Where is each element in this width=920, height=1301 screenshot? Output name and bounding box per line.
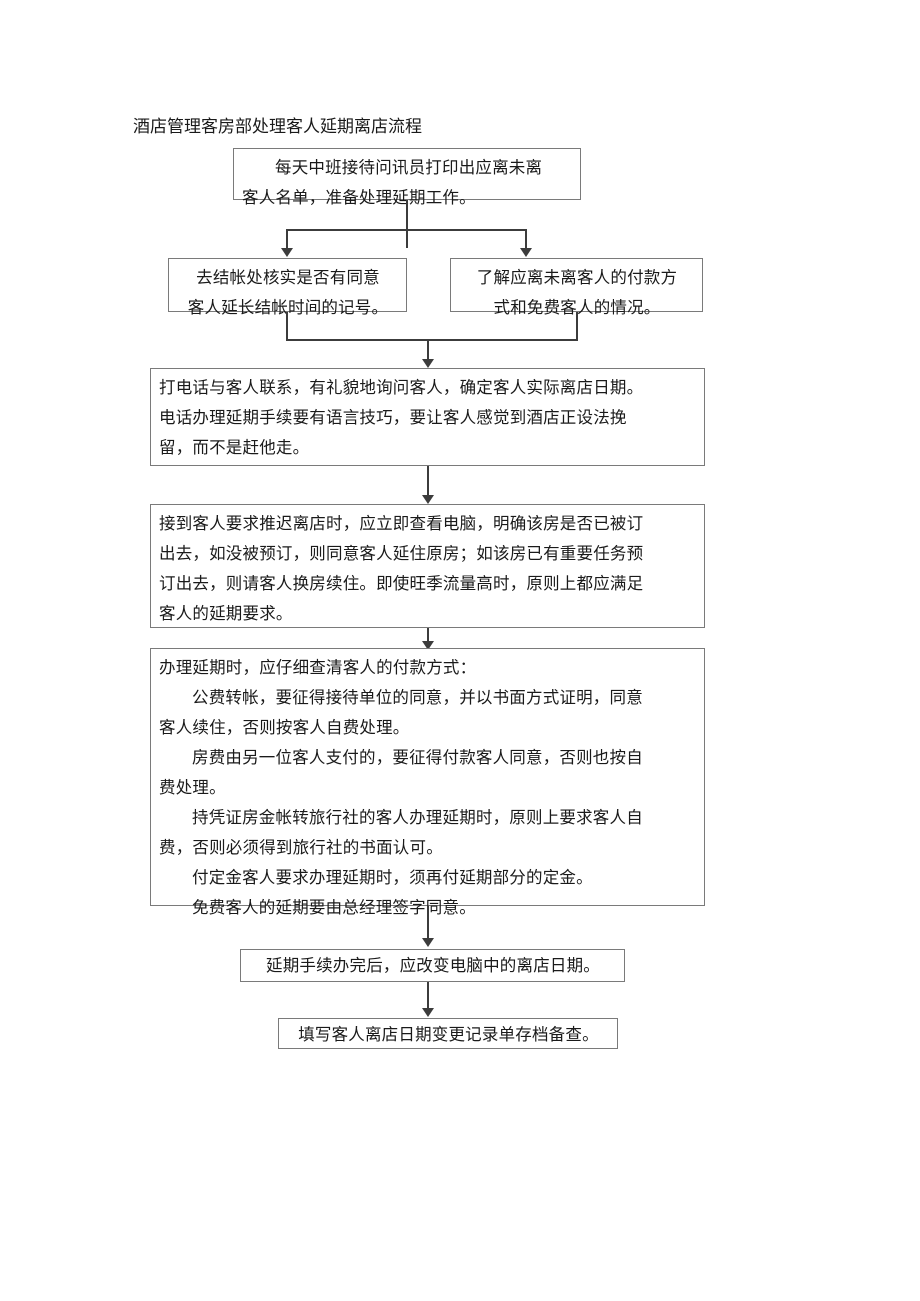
flow-node-4-line-3: 订出去，则请客人换房续住。即使旺季流量高时，原则上都应满足 [159, 574, 644, 593]
connector-merge-bar [286, 339, 578, 341]
flow-node-4: 接到客人要求推迟离店时，应立即查看电脑，明确该房是否已被订 出去，如没被预订，则… [150, 504, 705, 628]
flow-node-5-line-5: 费处理。 [159, 778, 226, 797]
flow-node-5-line-9: 免费客人的延期要由总经理签字同意。 [192, 898, 476, 917]
arrowhead-n1-to-n2a [281, 248, 293, 257]
flow-node-1-line-1: 每天中班接待问讯员打印出应离未离 [275, 158, 543, 177]
flow-node-6-line-1: 延期手续办完后，应改变电脑中的离店日期。 [266, 956, 600, 975]
flow-node-1: 每天中班接待问讯员打印出应离未离 客人名单，准备处理延期工作。 [233, 148, 581, 207]
flow-node-5: 办理延期时，应仔细查清客人的付款方式： 公费转帐，要征得接待单位的同意，并以书面… [150, 648, 705, 917]
arrowhead-n4-to-n5 [422, 641, 434, 650]
arrowhead-n3-to-n4 [422, 495, 434, 504]
flow-node-4-line-1: 接到客人要求推迟离店时，应立即查看电脑，明确该房是否已被订 [159, 514, 644, 533]
connector-n5-to-n6 [427, 906, 429, 942]
connector-n1-split-bar [286, 229, 527, 231]
flow-node-5-line-3: 客人续住，否则按客人自费处理。 [159, 718, 410, 737]
flow-node-7-line-1: 填写客人离店日期变更记录单存档备查。 [298, 1025, 599, 1044]
connector-n1-stem [406, 200, 408, 248]
connector-n4-to-n5 [427, 628, 429, 650]
flow-node-3-line-1: 打电话与客人联系，有礼貌地询问客人，确定客人实际离店日期。 [159, 378, 644, 397]
flow-node-4-line-2: 出去，如没被预订，则同意客人延住原房；如该房已有重要任务预 [159, 544, 644, 563]
arrowhead-to-n3 [422, 359, 434, 368]
page-title: 酒店管理客房部处理客人延期离店流程 [133, 117, 422, 136]
flow-node-2b-line-2: 式和免费客人的情况。 [493, 298, 661, 317]
connector-n1-to-n2b [525, 229, 527, 252]
flow-node-5-line-4: 房费由另一位客人支付的，要征得付款客人同意，否则也按自 [192, 748, 643, 767]
arrowhead-n5-to-n6 [422, 938, 434, 947]
flow-node-5-line-1: 办理延期时，应仔细查清客人的付款方式： [159, 658, 477, 677]
flow-node-2b-line-1: 了解应离未离客人的付款方 [476, 268, 678, 287]
flow-node-2a-line-2: 客人延长结帐时间的记号。 [187, 298, 389, 317]
connector-n2b-down [576, 312, 578, 341]
connector-n1-to-n2a [286, 229, 288, 252]
flow-node-5-line-2: 公费转帐，要征得接待单位的同意，并以书面方式证明，同意 [192, 688, 643, 707]
connector-n3-to-n4 [427, 466, 429, 499]
flow-node-2a: 去结帐处核实是否有同意 客人延长结帐时间的记号。 [168, 258, 407, 317]
connector-merge-stem [427, 339, 429, 363]
flow-node-5-line-6: 持凭证房金帐转旅行社的客人办理延期时，原则上要求客人自 [192, 808, 643, 827]
arrowhead-n1-to-n2b [520, 248, 532, 257]
arrowhead-n6-to-n7 [422, 1008, 434, 1017]
flow-node-6: 延期手续办完后，应改变电脑中的离店日期。 [240, 949, 625, 982]
flow-node-4-line-4: 客人的延期要求。 [159, 604, 293, 623]
flow-node-5-line-7: 费，否则必须得到旅行社的书面认可。 [159, 838, 443, 857]
connector-n6-to-n7 [427, 982, 429, 1012]
flow-node-2b: 了解应离未离客人的付款方 式和免费客人的情况。 [450, 258, 703, 317]
flow-node-7: 填写客人离店日期变更记录单存档备查。 [278, 1018, 618, 1049]
flow-node-3-line-3: 留，而不是赶他走。 [159, 438, 310, 457]
flow-node-3-line-2: 电话办理延期手续要有语言技巧，要让客人感觉到酒店正设法挽 [159, 408, 627, 427]
flow-node-3: 打电话与客人联系，有礼貌地询问客人，确定客人实际离店日期。 电话办理延期手续要有… [150, 368, 705, 466]
flow-node-2a-line-1: 去结帐处核实是否有同意 [196, 268, 380, 287]
flow-node-1-line-2: 客人名单，准备处理延期工作。 [242, 188, 476, 207]
connector-n2a-down [286, 312, 288, 341]
flow-node-5-line-8: 付定金客人要求办理延期时，须再付延期部分的定金。 [192, 868, 593, 887]
